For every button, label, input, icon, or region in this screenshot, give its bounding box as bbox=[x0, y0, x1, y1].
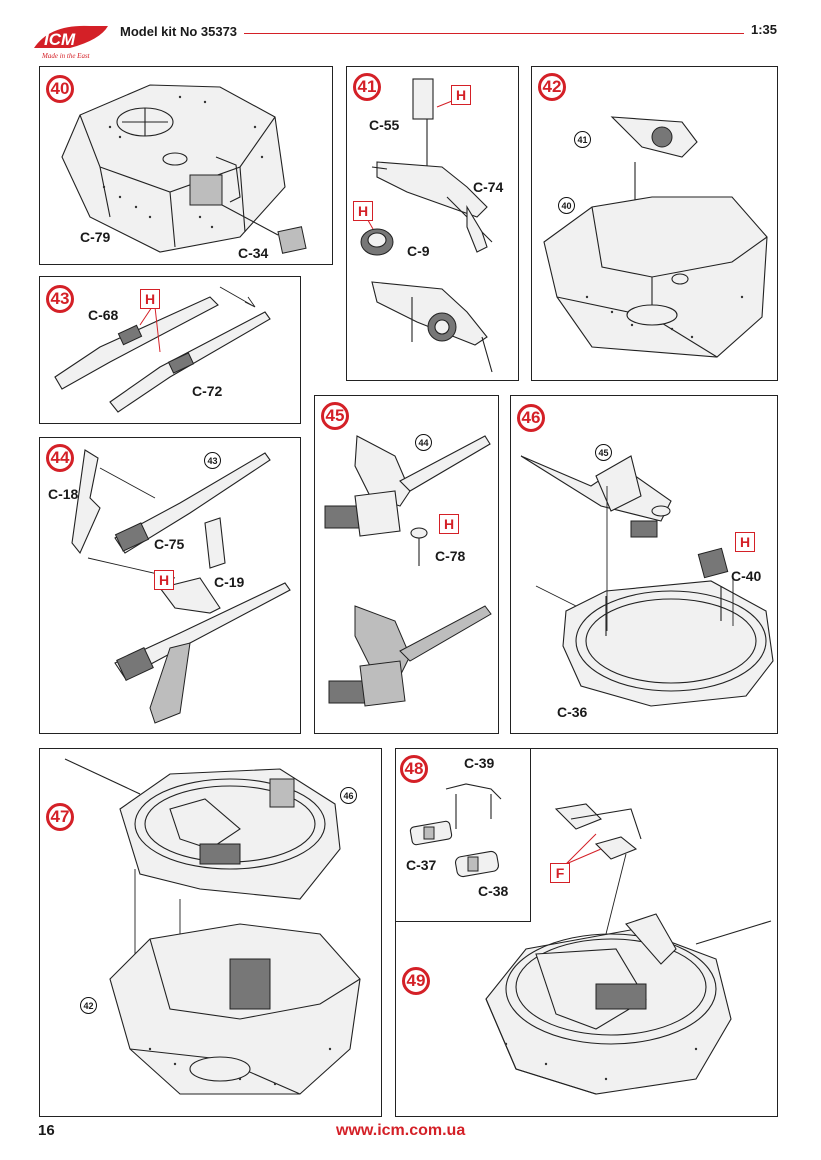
paint-code-h: H bbox=[439, 514, 459, 534]
step-44-panel: 44 43 C-18 C-75 C-19 H bbox=[39, 437, 301, 734]
turret-ring-drawing bbox=[520, 455, 774, 707]
part-label-c79: C-79 bbox=[80, 229, 111, 245]
ref-step-46: 46 bbox=[340, 787, 357, 804]
step-42-number: 42 bbox=[538, 73, 566, 101]
turret-shell-drawing bbox=[61, 84, 307, 254]
gun-barrel-drawing bbox=[54, 286, 271, 413]
step-41-number: 41 bbox=[353, 73, 381, 101]
step-45-number: 45 bbox=[321, 402, 349, 430]
icm-logo-mark: ICM Made in the East bbox=[34, 25, 108, 60]
step-42-panel: 42 41 40 bbox=[531, 66, 778, 381]
paint-code-h: H bbox=[353, 201, 373, 221]
step-40-panel: 40 C-79 C-34 bbox=[39, 66, 333, 265]
mg-mount-drawing bbox=[360, 78, 493, 373]
brand-text: ICM bbox=[44, 30, 76, 49]
turret-install-drawing bbox=[64, 758, 361, 1095]
ref-step-45: 45 bbox=[595, 444, 612, 461]
step-48-panel: 48 C-39 C-37 C-38 bbox=[395, 748, 531, 922]
ref-step-40: 40 bbox=[558, 197, 575, 214]
gun-cradle-drawing bbox=[71, 449, 291, 724]
step-41-panel: 41 C-55 C-74 C-9 H H bbox=[346, 66, 519, 381]
part-label-c18: C-18 bbox=[48, 486, 79, 502]
final-turret-drawing bbox=[485, 803, 772, 1095]
part-label-c37: C-37 bbox=[406, 857, 437, 873]
part-label-c19: C-19 bbox=[214, 574, 245, 590]
step-47-number: 47 bbox=[46, 803, 74, 831]
part-label-c72: C-72 bbox=[192, 383, 223, 399]
step-49-number: 49 bbox=[402, 967, 430, 995]
page-number: 16 bbox=[38, 1122, 55, 1139]
turret-interior-drawing bbox=[543, 116, 768, 358]
gun-assembly-drawing bbox=[324, 435, 492, 707]
footer-url[interactable]: www.icm.com.ua bbox=[336, 1122, 466, 1139]
step-43-panel: 43 C-68 C-72 H bbox=[39, 276, 301, 424]
step-43-number: 43 bbox=[46, 285, 74, 313]
part-label-c39: C-39 bbox=[464, 755, 495, 771]
step-40-number: 40 bbox=[46, 75, 74, 103]
ref-step-41: 41 bbox=[574, 131, 591, 148]
step-45-panel: 45 44 C-78 H bbox=[314, 395, 499, 734]
paint-code-f: F bbox=[550, 863, 570, 883]
step-46-number: 46 bbox=[517, 404, 545, 432]
paint-code-h: H bbox=[735, 532, 755, 552]
header-rule bbox=[244, 33, 744, 34]
part-label-c38: C-38 bbox=[478, 883, 509, 899]
step-47-panel: 47 46 42 bbox=[39, 748, 382, 1117]
brand-tagline: Made in the East bbox=[41, 52, 91, 60]
scale-label: 1:35 bbox=[751, 22, 778, 37]
part-label-c68: C-68 bbox=[88, 307, 119, 323]
ref-step-43: 43 bbox=[204, 452, 221, 469]
part-label-c34: C-34 bbox=[238, 245, 269, 261]
paint-code-h: H bbox=[154, 570, 174, 590]
seat-drawing bbox=[409, 783, 502, 878]
part-label-c55: C-55 bbox=[369, 117, 400, 133]
part-label-c36: C-36 bbox=[557, 704, 588, 720]
part-label-c40: C-40 bbox=[731, 568, 762, 584]
kit-label: Model kit No 35373 bbox=[120, 24, 238, 39]
part-label-c75: C-75 bbox=[154, 536, 185, 552]
step-46-panel: 46 45 C-40 C-36 H bbox=[510, 395, 778, 734]
ref-step-44: 44 bbox=[415, 434, 432, 451]
part-label-c9: C-9 bbox=[407, 243, 430, 259]
step-44-number: 44 bbox=[46, 444, 74, 472]
step-48-number: 48 bbox=[400, 755, 428, 783]
icm-logo: ICM Made in the East bbox=[30, 20, 112, 62]
paint-code-h: H bbox=[451, 85, 471, 105]
paint-code-h: H bbox=[140, 289, 160, 309]
ref-step-42: 42 bbox=[80, 997, 97, 1014]
part-label-c78: C-78 bbox=[435, 548, 466, 564]
part-label-c74: C-74 bbox=[473, 179, 504, 195]
